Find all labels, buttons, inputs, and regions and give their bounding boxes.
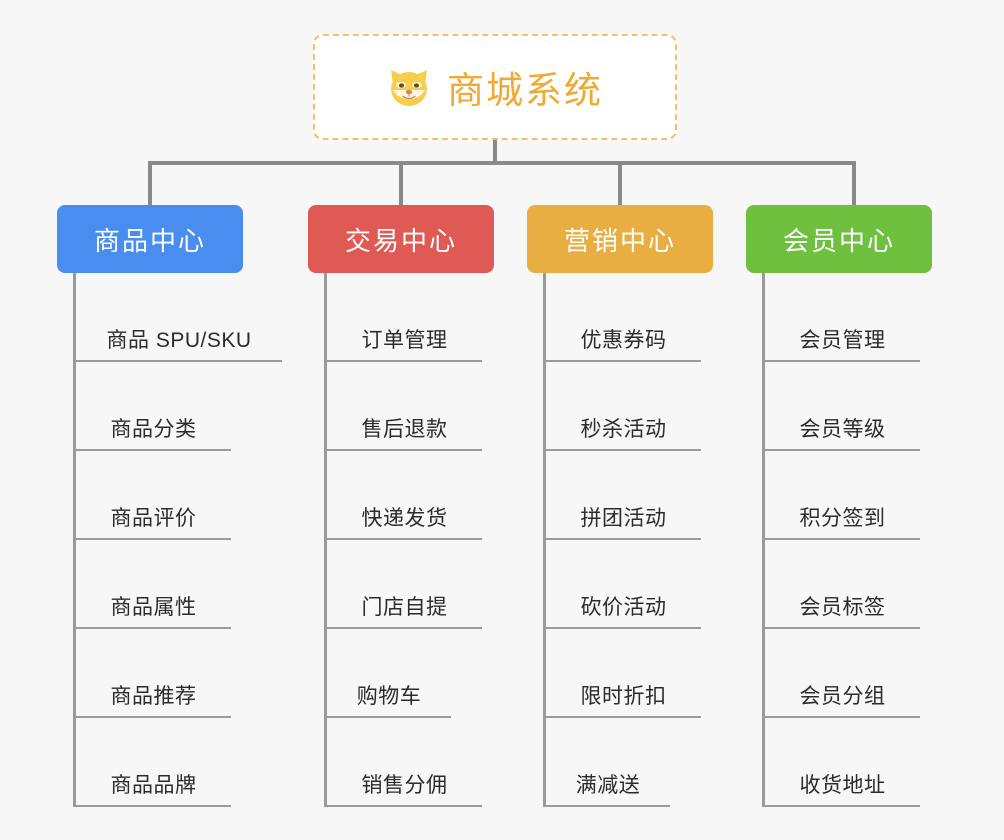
leaf-item[interactable]: 会员标签	[765, 540, 920, 629]
leaf-item[interactable]: 订单管理	[327, 273, 482, 362]
leaf-label: 积分签到	[799, 507, 886, 530]
category-label: 会员中心	[782, 225, 895, 256]
category-box-product-center[interactable]: 商品中心	[57, 205, 243, 273]
leaf-item[interactable]: 秒杀活动	[546, 362, 701, 451]
leaf-label: 优惠券码	[580, 329, 667, 352]
category-label: 营销中心	[563, 225, 676, 256]
connector-drop-3	[618, 161, 622, 207]
leaf-label: 门店自提	[361, 596, 448, 619]
column-marketing-center: 营销中心 优惠券码 秒杀活动 拼团活动 砍价活动 限时折扣 满减送	[527, 205, 713, 807]
leaf-label: 限时折扣	[580, 685, 667, 708]
leaf-label: 售后退款	[361, 418, 448, 441]
category-box-marketing-center[interactable]: 营销中心	[527, 205, 713, 273]
connector-drop-1	[148, 161, 152, 207]
leaf-label: 商品评价	[110, 507, 197, 530]
leaf-item[interactable]: 商品属性	[76, 540, 231, 629]
leaf-label: 商品 SPU/SKU	[106, 329, 252, 352]
leaf-label: 满减送	[575, 774, 641, 797]
leaf-item[interactable]: 商品 SPU/SKU	[76, 273, 282, 362]
connector-drop-2	[399, 161, 403, 207]
column-trade-center: 交易中心 订单管理 售后退款 快递发货 门店自提 购物车 销售分佣	[308, 205, 494, 807]
connector-busbar	[150, 161, 856, 165]
leaf-item[interactable]: 拼团活动	[546, 451, 701, 540]
leaf-label: 拼团活动	[580, 507, 667, 530]
category-label: 交易中心	[344, 225, 457, 256]
leaf-item[interactable]: 商品推荐	[76, 629, 231, 718]
leaf-list-member-center: 会员管理 会员等级 积分签到 会员标签 会员分组 收货地址	[762, 273, 932, 807]
dog-face-icon	[387, 64, 433, 110]
column-product-center: 商品中心 商品 SPU/SKU 商品分类 商品评价 商品属性 商品推荐 商品品牌	[57, 205, 282, 807]
category-label: 商品中心	[93, 225, 206, 256]
leaf-label: 会员分组	[799, 685, 886, 708]
leaf-item[interactable]: 满减送	[546, 718, 670, 807]
leaf-label: 购物车	[356, 685, 422, 708]
leaf-label: 会员管理	[799, 329, 886, 352]
leaf-item[interactable]: 砍价活动	[546, 540, 701, 629]
category-box-member-center[interactable]: 会员中心	[746, 205, 932, 273]
leaf-list-product-center: 商品 SPU/SKU 商品分类 商品评价 商品属性 商品推荐 商品品牌	[73, 273, 282, 807]
column-member-center: 会员中心 会员管理 会员等级 积分签到 会员标签 会员分组 收货地址	[746, 205, 932, 807]
leaf-label: 商品品牌	[110, 774, 197, 797]
leaf-label: 商品分类	[110, 418, 197, 441]
leaf-item[interactable]: 会员管理	[765, 273, 920, 362]
leaf-label: 秒杀活动	[580, 418, 667, 441]
leaf-item[interactable]: 商品品牌	[76, 718, 231, 807]
leaf-item[interactable]: 商品分类	[76, 362, 231, 451]
leaf-item[interactable]: 快递发货	[327, 451, 482, 540]
root-node[interactable]: 商城系统	[313, 34, 677, 140]
connector-drop-4	[852, 161, 856, 207]
leaf-list-trade-center: 订单管理 售后退款 快递发货 门店自提 购物车 销售分佣	[324, 273, 494, 807]
leaf-item[interactable]: 优惠券码	[546, 273, 701, 362]
leaf-label: 会员等级	[799, 418, 886, 441]
leaf-label: 会员标签	[799, 596, 886, 619]
leaf-item[interactable]: 售后退款	[327, 362, 482, 451]
leaf-label: 订单管理	[361, 329, 448, 352]
leaf-label: 收货地址	[799, 774, 886, 797]
leaf-label: 砍价活动	[580, 596, 667, 619]
leaf-label: 商品推荐	[110, 685, 197, 708]
leaf-item[interactable]: 会员分组	[765, 629, 920, 718]
root-title: 商城系统	[447, 70, 603, 111]
leaf-item[interactable]: 限时折扣	[546, 629, 701, 718]
leaf-label: 销售分佣	[361, 774, 448, 797]
leaf-item[interactable]: 收货地址	[765, 718, 920, 807]
leaf-item[interactable]: 会员等级	[765, 362, 920, 451]
category-box-trade-center[interactable]: 交易中心	[308, 205, 494, 273]
leaf-item[interactable]: 商品评价	[76, 451, 231, 540]
leaf-label: 快递发货	[361, 507, 448, 530]
leaf-item[interactable]: 销售分佣	[327, 718, 482, 807]
leaf-item[interactable]: 购物车	[327, 629, 451, 718]
leaf-list-marketing-center: 优惠券码 秒杀活动 拼团活动 砍价活动 限时折扣 满减送	[543, 273, 713, 807]
connector-trunk	[493, 140, 497, 164]
leaf-item[interactable]: 门店自提	[327, 540, 482, 629]
leaf-label: 商品属性	[110, 596, 197, 619]
leaf-item[interactable]: 积分签到	[765, 451, 920, 540]
